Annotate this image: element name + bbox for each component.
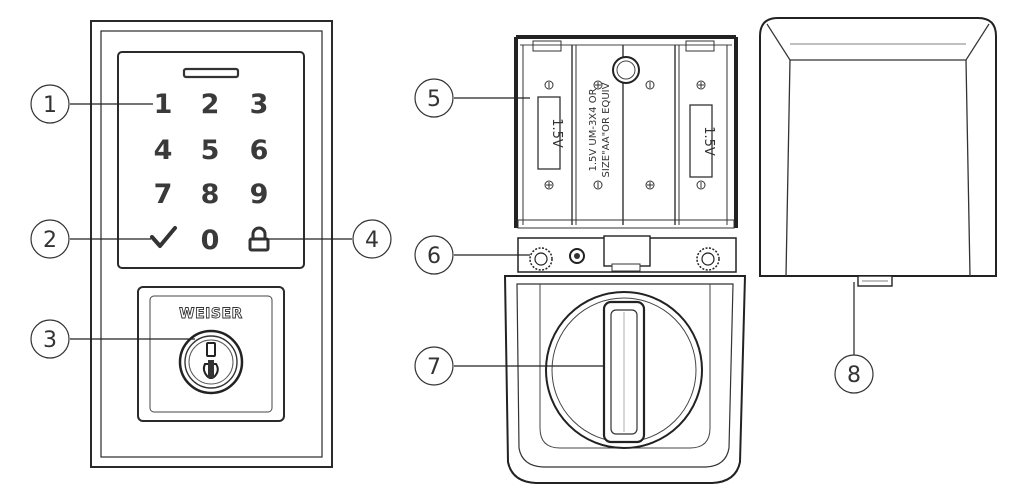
status-indicator-bar <box>182 67 240 79</box>
callout-1: 1 <box>30 84 153 124</box>
key-cylinder[interactable] <box>178 329 244 395</box>
battery-label-right: 1.5V <box>701 126 716 156</box>
key-3[interactable]: 3 <box>250 89 269 120</box>
key-0[interactable]: 0 <box>201 225 220 256</box>
callout-6: 6 <box>414 235 530 275</box>
brand-logo: WEISER <box>179 306 243 322</box>
callout-7-number: 7 <box>427 355 441 380</box>
battery-cover <box>759 17 997 287</box>
key-6[interactable]: 6 <box>250 135 269 166</box>
callout-7: 7 <box>414 346 603 386</box>
mounting-strip <box>517 235 737 273</box>
key-1[interactable]: 1 <box>154 89 173 120</box>
callout-1-number: 1 <box>43 93 57 118</box>
interior-escutcheon <box>503 275 747 484</box>
key-8[interactable]: 8 <box>201 179 220 210</box>
cover-latch[interactable] <box>857 275 893 287</box>
polarity-marks <box>544 80 706 190</box>
callout-8: 8 <box>834 282 874 394</box>
check-icon[interactable] <box>150 226 177 248</box>
thumb-turn[interactable] <box>545 291 703 449</box>
callout-5: 5 <box>414 78 530 118</box>
mounting-screw-right <box>696 247 720 271</box>
key-4[interactable]: 4 <box>154 135 173 166</box>
lock-icon[interactable] <box>248 226 270 252</box>
keyway-housing: WEISER <box>137 286 285 422</box>
key-9[interactable]: 9 <box>250 179 269 210</box>
battery-label-left: 1.5V <box>549 118 564 148</box>
key-5[interactable]: 5 <box>201 135 220 166</box>
mounting-screw-left <box>529 247 553 271</box>
callout-2: 2 <box>30 219 151 259</box>
battery-spec-line-1: 1.5V UM-3X4 OR <box>588 88 599 171</box>
key-2[interactable]: 2 <box>201 89 220 120</box>
callouts: 1 2 3 4 5 6 7 <box>30 78 874 394</box>
callout-8-number: 8 <box>847 363 861 388</box>
exterior-assembly: 1 2 3 4 5 6 7 8 9 0 WEISER <box>90 20 333 468</box>
callout-4-number: 4 <box>365 228 379 253</box>
battery-compartment: 1.5V 1.5V 1.5V UM-3X4 OR SIZE"AA"OR EQUI… <box>514 35 738 229</box>
callout-6-number: 6 <box>427 244 441 269</box>
interior-assembly: 1.5V 1.5V 1.5V UM-3X4 OR SIZE"AA"OR EQUI… <box>503 35 747 484</box>
key-7[interactable]: 7 <box>154 179 173 210</box>
callout-2-number: 2 <box>43 228 57 253</box>
callout-4: 4 <box>266 219 392 259</box>
battery-spec-line-2: SIZE"AA"OR EQUIV <box>601 82 612 177</box>
callout-3: 3 <box>30 319 195 359</box>
callout-3-number: 3 <box>43 328 57 353</box>
callout-5-number: 5 <box>427 87 441 112</box>
keypad-panel: 1 2 3 4 5 6 7 8 9 0 <box>117 51 305 269</box>
